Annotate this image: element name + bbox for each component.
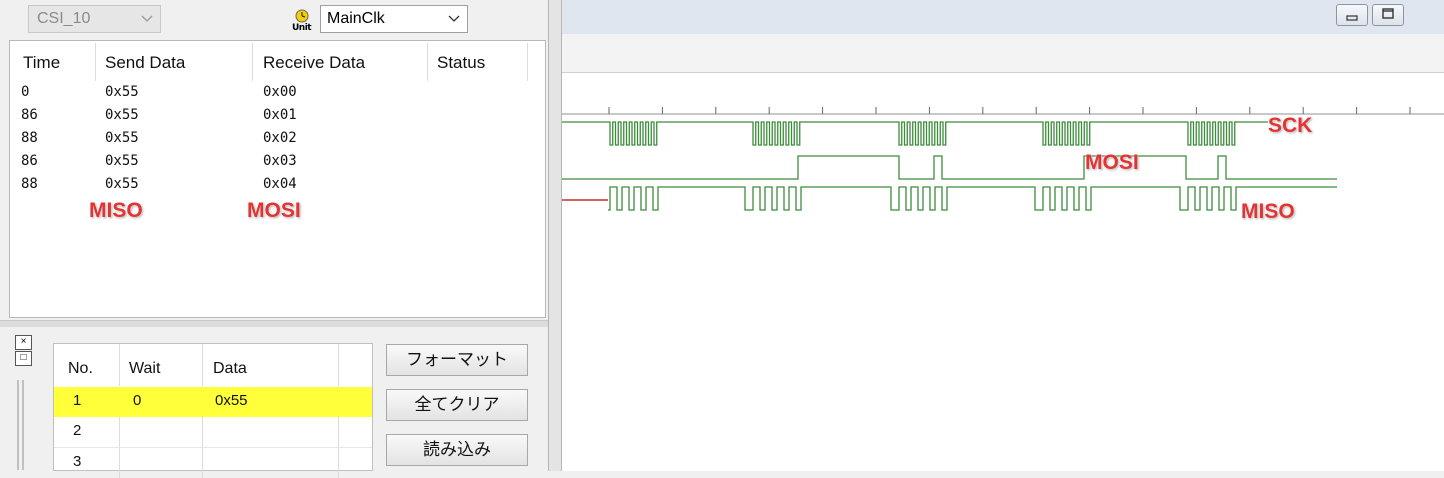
- log-receive: 0x01: [263, 107, 297, 123]
- log-send: 0x55: [105, 130, 139, 146]
- column-separator[interactable]: [119, 344, 120, 386]
- cell-gridline: [202, 417, 203, 447]
- cell-gridline: [202, 448, 203, 478]
- send-no: 2: [73, 422, 82, 439]
- left-panel: CSI_10 Unit MainClk Time Send Data Recei…: [0, 0, 548, 478]
- send-wait: 0: [133, 392, 142, 409]
- log-table-header: Time Send Data Receive Data Status: [10, 41, 545, 83]
- log-send: 0x55: [105, 107, 139, 123]
- waveform-window: SCK MOSI MISO: [562, 0, 1444, 471]
- column-separator[interactable]: [427, 43, 428, 81]
- mosi-trace: [562, 155, 1337, 180]
- restore-button[interactable]: [1372, 4, 1404, 26]
- mosi-annotation: MOSI: [247, 199, 301, 222]
- log-send: 0x55: [105, 153, 139, 169]
- log-header-send[interactable]: Send Data: [105, 53, 186, 72]
- chevron-down-icon: [134, 6, 160, 32]
- sck-label: SCK: [1268, 114, 1313, 137]
- cell-gridline: [119, 448, 120, 478]
- log-header-status[interactable]: Status: [437, 53, 486, 72]
- log-header-time[interactable]: Time: [23, 53, 61, 72]
- send-data: 0x55: [215, 392, 248, 409]
- log-time: 88: [21, 176, 38, 192]
- log-time: 86: [21, 107, 38, 123]
- mosi-label: MOSI: [1085, 151, 1139, 174]
- send-header-wait[interactable]: Wait: [129, 360, 161, 377]
- clock-combo-value: MainClk: [327, 10, 385, 27]
- send-header-no[interactable]: No.: [68, 360, 93, 377]
- grip-line: [17, 380, 19, 470]
- column-separator[interactable]: [202, 344, 203, 386]
- time-ruler-ticks: [608, 107, 1411, 114]
- cell-gridline: [338, 448, 339, 478]
- clear-all-button[interactable]: 全てクリア: [386, 389, 528, 421]
- column-separator[interactable]: [338, 344, 339, 386]
- log-header-receive[interactable]: Receive Data: [263, 53, 366, 72]
- waveform-toolbar: [562, 34, 1444, 73]
- sck-trace: [562, 121, 1268, 146]
- table-row[interactable]: 3: [54, 448, 372, 478]
- log-time: 0: [21, 84, 30, 100]
- miso-annotation: MISO: [89, 199, 143, 222]
- load-button[interactable]: 読み込み: [386, 434, 528, 466]
- miso-label: MISO: [1241, 200, 1295, 223]
- log-send: 0x55: [105, 176, 139, 192]
- receive-log-table[interactable]: Time Send Data Receive Data Status 0 0x5…: [9, 40, 546, 318]
- channel-combo[interactable]: CSI_10: [28, 5, 161, 33]
- close-icon[interactable]: ×: [15, 335, 32, 350]
- column-separator[interactable]: [95, 43, 96, 81]
- clock-unit-icon[interactable]: Unit: [292, 8, 318, 36]
- minimize-button[interactable]: [1336, 4, 1368, 26]
- log-time: 86: [21, 153, 38, 169]
- waveform-canvas[interactable]: [562, 0, 1444, 471]
- pane-splitter[interactable]: [0, 320, 548, 327]
- restore-icon: [1382, 8, 1394, 19]
- send-header-data[interactable]: Data: [213, 360, 247, 377]
- minimize-icon: [1346, 15, 1358, 21]
- send-no: 1: [73, 392, 82, 409]
- log-receive: 0x04: [263, 176, 297, 192]
- log-receive: 0x03: [263, 153, 297, 169]
- grip-line: [22, 380, 24, 470]
- miso-trace: [608, 186, 1337, 211]
- vertical-splitter[interactable]: [548, 0, 562, 471]
- log-receive: 0x02: [263, 130, 297, 146]
- waveform-titlebar: [562, 0, 1444, 35]
- column-separator[interactable]: [527, 43, 528, 81]
- channel-combo-value: CSI_10: [37, 10, 91, 27]
- send-no: 3: [73, 453, 82, 470]
- format-button[interactable]: フォーマット: [386, 344, 528, 376]
- restore-icon[interactable]: □: [15, 351, 32, 366]
- log-time: 88: [21, 130, 38, 146]
- cell-gridline: [338, 417, 339, 447]
- cell-gridline: [119, 417, 120, 447]
- log-receive: 0x00: [263, 84, 297, 100]
- table-row[interactable]: 1 0 0x55: [54, 387, 372, 417]
- table-row[interactable]: 2: [54, 417, 372, 448]
- send-data-table[interactable]: No. Wait Data 1 0 0x55 2 3: [53, 343, 373, 478]
- chevron-down-icon: [441, 6, 467, 32]
- send-table-header: No. Wait Data: [54, 344, 372, 386]
- clock-unit-label: Unit: [292, 23, 312, 33]
- column-separator[interactable]: [252, 43, 253, 81]
- send-pane-tool-strip: × □: [13, 330, 35, 471]
- log-send: 0x55: [105, 84, 139, 100]
- clock-combo[interactable]: MainClk: [320, 5, 468, 33]
